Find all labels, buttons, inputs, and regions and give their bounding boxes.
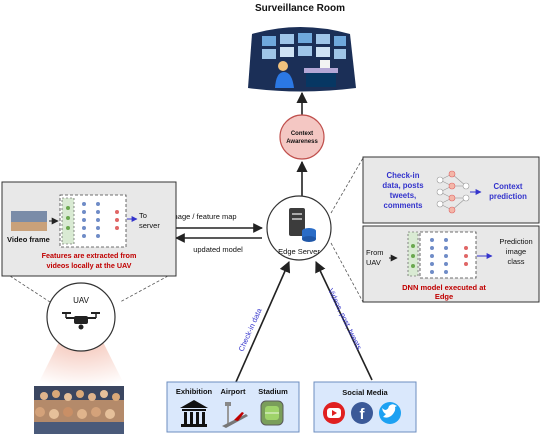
context-awareness-label-2: Awareness — [286, 139, 318, 145]
server-icon — [289, 208, 316, 242]
to-server-label-2: server — [139, 221, 160, 230]
checkin-arrow — [235, 260, 291, 383]
context-neural-net-icon — [436, 170, 470, 214]
twitter-icon — [379, 402, 401, 424]
context-input-3: tweets, — [390, 191, 416, 200]
updated-model-label: updated model — [193, 245, 243, 254]
from-uav-label-1: From — [366, 248, 384, 257]
dnn-neural-net-icon — [411, 238, 468, 274]
stadium-icon — [260, 400, 284, 426]
connector-to-dnn-panel — [330, 242, 364, 303]
uav-connector-right — [119, 275, 169, 303]
context-input-4: comments — [384, 201, 424, 210]
to-server-label-1: To — [139, 211, 147, 220]
exhibition-label: Exhibition — [176, 387, 213, 396]
image-feature-map-label: Image / feature map — [169, 212, 236, 221]
context-output-2: prediction — [489, 192, 527, 201]
uav-caption-2: videos locally at the UAV — [47, 261, 132, 270]
from-uav-label-2: UAV — [366, 258, 381, 267]
prediction-label-3: class — [507, 257, 524, 266]
social-media-label: Social Media — [342, 388, 388, 397]
crowd-photo — [34, 386, 124, 434]
svg-text:f: f — [360, 406, 366, 423]
facebook-icon: f — [351, 402, 373, 424]
airport-label: Airport — [221, 387, 247, 396]
stadium-label: Stadium — [258, 387, 288, 396]
connector-to-context-panel — [330, 157, 364, 214]
youtube-icon — [323, 402, 345, 424]
airport-icon — [222, 402, 248, 428]
prediction-label-2: image — [506, 247, 526, 256]
dnn-caption-2: Edge — [435, 292, 453, 301]
edge-server-label: Edge Server — [278, 247, 320, 256]
context-awareness-label-1: Context — [291, 131, 313, 137]
context-output-1: Context — [493, 182, 522, 191]
drone-icon — [62, 312, 100, 330]
context-input-2: data, posts — [382, 181, 424, 190]
social-arrow — [315, 260, 373, 381]
uav-neural-net-icon — [66, 202, 119, 238]
surveillance-room-illustration — [248, 27, 356, 92]
camera-field-of-view — [36, 336, 126, 388]
uav-caption-1: Features are extracted from — [42, 251, 137, 260]
uav-label: UAV — [73, 296, 90, 305]
context-awareness-node — [279, 114, 325, 160]
museum-icon — [180, 400, 208, 427]
title: Surveillance Room — [255, 3, 345, 14]
uav-connector-left — [9, 275, 51, 303]
video-frame-label: Video frame — [7, 235, 50, 244]
videos-post-tweets-label: Videos, post, tweets — [326, 287, 364, 351]
prediction-label-1: Prediction — [499, 237, 532, 246]
crowd-thumbnail-band — [11, 222, 47, 231]
context-input-1: Check-in — [387, 171, 420, 180]
dnn-caption-1: DNN model executed at — [402, 283, 486, 292]
